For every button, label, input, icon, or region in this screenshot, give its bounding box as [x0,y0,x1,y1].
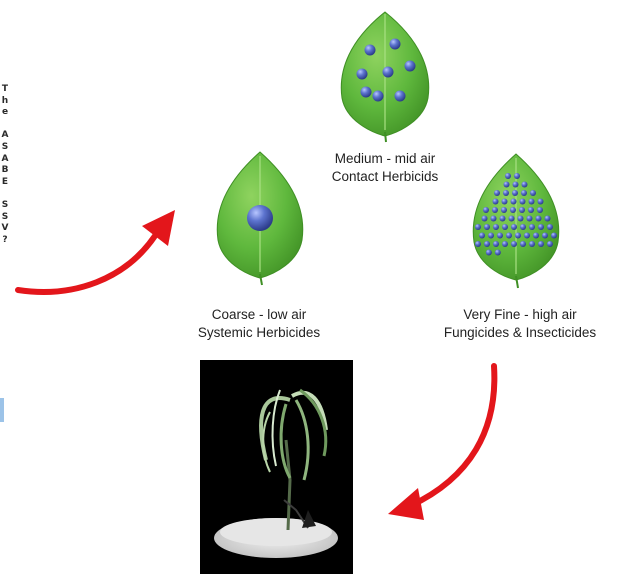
leaf-medium-icon [341,12,428,142]
droplet-icon [493,224,499,230]
droplet-icon [547,241,553,247]
droplet-icon [519,207,525,213]
droplet-icon [484,224,490,230]
droplet-icon [521,190,527,196]
droplet-icon [520,241,526,247]
label-very-fine-line2: Fungicides & Insecticides [420,324,620,342]
droplet-icon [522,182,528,188]
droplet-icon [502,241,508,247]
droplet-icon [537,207,543,213]
droplet-icon [529,241,535,247]
droplet-icon [502,199,508,205]
droplet-icon [538,199,544,205]
droplet-icon [528,207,534,213]
wilted-plant-drawing [200,360,353,574]
droplet-icon [527,216,533,222]
droplet-icon [529,224,535,230]
droplet-icon [405,61,416,72]
droplet-icon [390,39,401,50]
droplet-icon [475,224,481,230]
droplet-icon [533,233,539,239]
droplet-icon [493,199,499,205]
droplet-icon [502,224,508,230]
droplet-icon [506,233,512,239]
droplet-icon [488,233,494,239]
label-medium-line1: Medium - mid air [320,150,450,168]
droplet-icon [395,91,406,102]
droplet-icon [520,199,526,205]
droplet-icon [494,190,500,196]
droplet-icon [511,199,517,205]
droplet-icon [491,216,497,222]
droplet-icon [500,216,506,222]
droplet-icon [501,207,507,213]
droplet-icon [512,190,518,196]
droplet-icon [551,233,557,239]
droplet-icon [497,233,503,239]
droplet-icon [357,69,368,80]
droplet-icon [524,233,530,239]
droplet-icon [495,250,501,256]
droplet-icon [509,216,515,222]
droplet-icon [479,233,485,239]
droplet-icon [514,173,520,179]
droplet-icon [504,182,510,188]
label-medium: Medium - mid air Contact Herbicids [320,150,450,186]
droplet-icon [373,91,384,102]
droplet-icon [511,224,517,230]
leaf-very-fine-icon [473,154,558,288]
curved-arrow-right-icon [388,366,494,520]
label-coarse-line1: Coarse - low air [174,306,344,324]
droplet-icon [361,87,372,98]
droplet-icon [484,241,490,247]
curved-arrow-left-icon [18,210,175,292]
droplet-icon [486,250,492,256]
droplet-icon [483,207,489,213]
droplet-icon [518,216,524,222]
droplet-icon [538,224,544,230]
droplet-icon [482,216,488,222]
droplet-icon [493,241,499,247]
droplet-icon [547,224,553,230]
droplet-icon [492,207,498,213]
droplet-icon [536,216,542,222]
wilted-plant-photo [200,360,353,574]
droplet-icon [513,182,519,188]
label-coarse: Coarse - low air Systemic Herbicides [174,306,344,342]
droplet-icon [542,233,548,239]
droplet-icon [529,199,535,205]
droplet-icon [520,224,526,230]
label-very-fine-line1: Very Fine - high air [420,306,620,324]
droplet-icon [545,216,551,222]
droplet-icon [247,205,273,231]
droplet-icon [505,173,511,179]
leaf-coarse-icon [217,152,302,285]
droplet-icon [538,241,544,247]
label-very-fine: Very Fine - high air Fungicides & Insect… [420,306,620,342]
label-medium-line2: Contact Herbicids [320,168,450,186]
droplets-coarse [247,205,273,231]
droplet-icon [383,67,394,78]
droplet-icon [365,45,376,56]
droplet-icon [530,190,536,196]
label-coarse-line2: Systemic Herbicides [174,324,344,342]
droplet-icon [503,190,509,196]
droplet-icon [515,233,521,239]
droplet-icon [510,207,516,213]
droplet-icon [511,241,517,247]
droplet-icon [475,241,481,247]
